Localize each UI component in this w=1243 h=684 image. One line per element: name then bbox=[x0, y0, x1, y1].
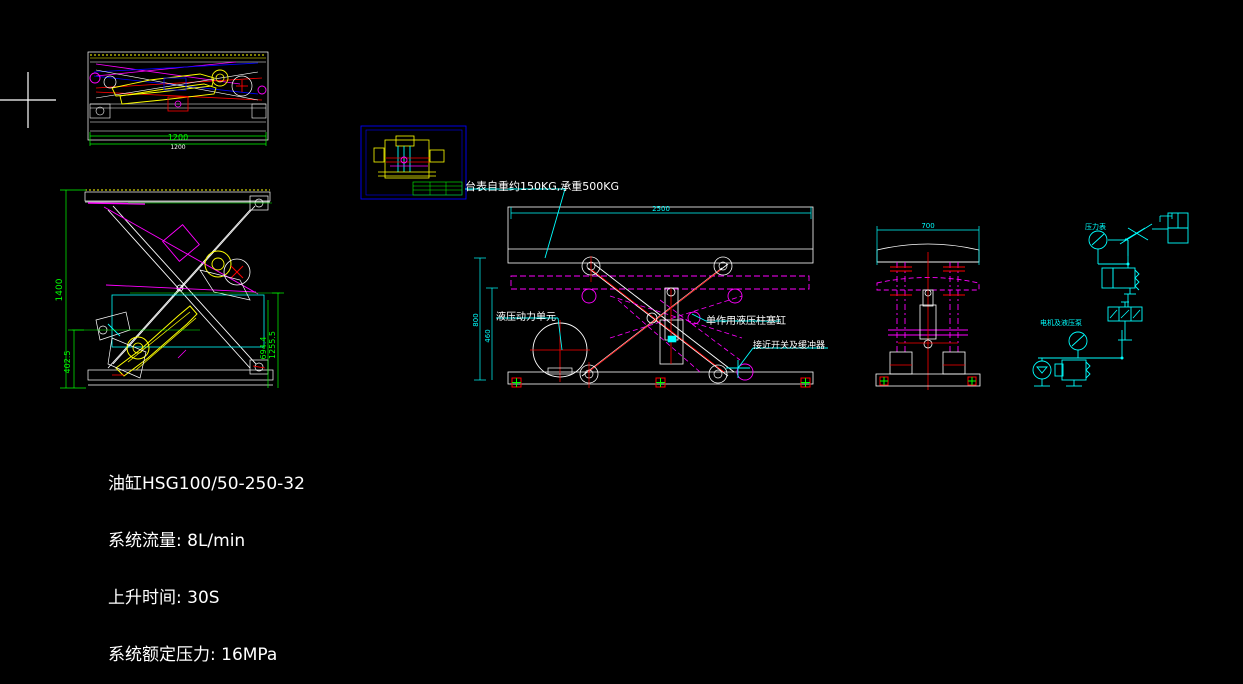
spec-line-flow: 系统流量: 8L/min bbox=[108, 531, 246, 551]
dim-upper: 1255.5 bbox=[268, 331, 277, 359]
callout-proximity-switch-bracket: 接近开关及缓冲器 bbox=[753, 341, 826, 351]
dim-center-height-2: 460 bbox=[484, 329, 492, 342]
dim-plan-secondary: 1200 bbox=[170, 144, 185, 151]
schematic-gauge-label-bottom: 电机及液压泵 bbox=[1040, 319, 1082, 327]
cad-canvas[interactable]: 1200 1200 bbox=[0, 0, 1243, 665]
crosshair-cursor bbox=[0, 72, 56, 128]
dim-mid: 694.4 bbox=[259, 337, 268, 360]
top-plan-view[interactable]: 1200 1200 bbox=[87, 51, 269, 151]
title-block bbox=[412, 181, 463, 196]
dim-lower: 402.5 bbox=[63, 351, 72, 374]
end-view[interactable]: 700 bbox=[875, 222, 981, 390]
hydraulic-circuit-schematic[interactable] bbox=[1032, 212, 1189, 387]
callout-single-acting-cylinder: 单作用液压柱塞缸 bbox=[706, 316, 786, 327]
dim-end-width: 700 bbox=[921, 222, 934, 230]
dim-total-height: 1400 bbox=[55, 278, 65, 301]
callout-hydraulic-power-unit: 液压动力单元 bbox=[496, 312, 556, 323]
spec-line-rise-time: 上升时间: 30S bbox=[108, 588, 220, 608]
end-view-anchors bbox=[879, 376, 977, 386]
detail-view-box[interactable] bbox=[360, 125, 467, 200]
callout-leaders bbox=[465, 188, 828, 378]
dim-center-length: 2500 bbox=[652, 205, 670, 213]
schematic-gauge-label-top: 压力表 bbox=[1085, 223, 1106, 231]
spec-text-block: 油缸HSG100/50-250-32 系统流量: 8L/min 上升时间: 30… bbox=[108, 437, 305, 684]
drawing-svg: 1200 1200 bbox=[0, 51, 1189, 390]
main-elevation-view[interactable]: 2500 800 460 bbox=[465, 188, 828, 388]
spec-line-cylinder: 油缸HSG100/50-250-32 bbox=[108, 474, 305, 494]
callout-load-capacity: 台表自重约150KG,承重500KG bbox=[465, 180, 619, 193]
base-anchor-markers bbox=[511, 377, 811, 388]
dim-center-height-1: 800 bbox=[472, 313, 480, 326]
dim-plan-width: 1200 bbox=[168, 133, 188, 142]
spec-line-pressure: 系统额定压力: 16MPa bbox=[108, 645, 278, 665]
front-elevation-view[interactable]: 1400 402.5 1255.5 694.4 bbox=[55, 189, 284, 389]
